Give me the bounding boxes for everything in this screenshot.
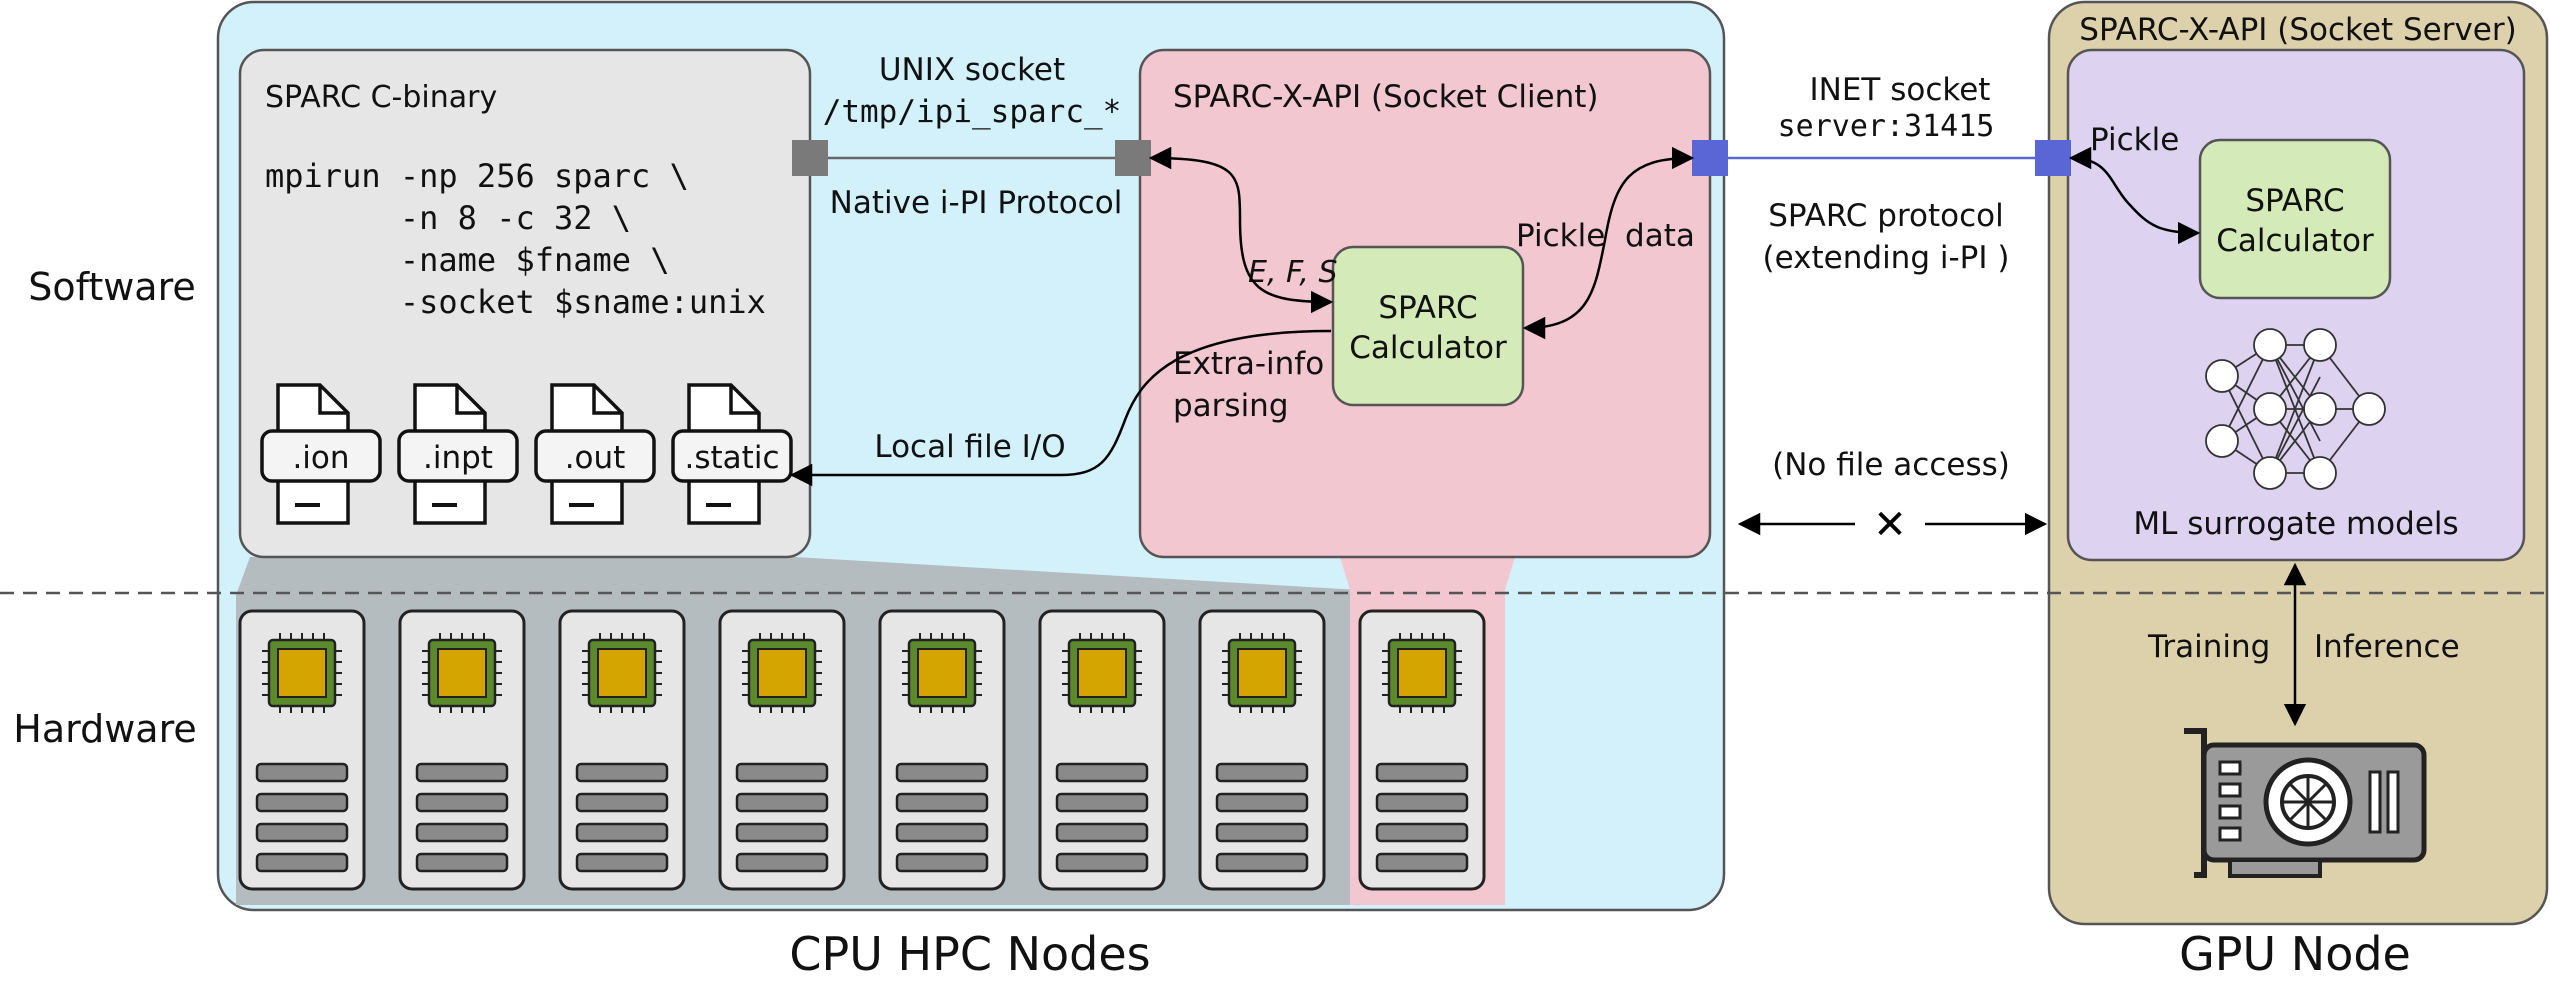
- inet-socket-address: server:31415: [1778, 109, 1995, 144]
- server-pickle-label: Pickle: [2090, 122, 2179, 158]
- file-label-static: .static: [685, 440, 780, 476]
- server-calculator-line1: SPARC: [2245, 183, 2344, 219]
- file-icon-inpt: .inpt: [397, 383, 519, 525]
- cpu-node: [558, 609, 686, 891]
- drive-slot: [1375, 852, 1469, 873]
- inet-socket-label: INET socket: [1810, 72, 1991, 108]
- drive-slot: [575, 822, 669, 843]
- command-line-2: -n 8 -c 32 \: [265, 199, 631, 237]
- socket-client-title: SPARC-X-API (Socket Client): [1173, 79, 1599, 115]
- inet-port-right: [2035, 140, 2071, 176]
- drive-slot: [1055, 822, 1149, 843]
- drive-slot: [895, 792, 989, 813]
- drive-slot: [1375, 762, 1469, 783]
- drive-slot: [255, 762, 349, 783]
- drive-slot: [735, 822, 829, 843]
- cpu-node: [718, 609, 846, 891]
- gpu-panel-title: GPU Node: [2179, 927, 2411, 981]
- file-icon-static: .static: [671, 383, 793, 525]
- drive-slot: [255, 852, 349, 873]
- drive-slot: [415, 792, 509, 813]
- drive-slot: [575, 792, 669, 813]
- drive-slot: [895, 822, 989, 843]
- drive-slot: [735, 762, 829, 783]
- cpu-node: [1358, 609, 1486, 891]
- command-line-1: mpirun -np 256 sparc \: [265, 157, 689, 195]
- native-ipi-label: Native i-PI Protocol: [830, 185, 1123, 221]
- drive-slot: [415, 762, 509, 783]
- client-calculator-box: [1331, 245, 1525, 407]
- sparc-protocol-line2: (extending i-PI ): [1763, 240, 2010, 276]
- file-icon-out: .out: [534, 383, 656, 525]
- sparc-binary-title: SPARC C-binary: [265, 80, 497, 115]
- drive-slot: [575, 762, 669, 783]
- arrow-inet-to-server-calculator: [2068, 146, 2201, 245]
- cpu-node: [1038, 609, 1166, 891]
- software-row-label: Software: [28, 265, 196, 309]
- drive-slot: [1055, 792, 1149, 813]
- cross-icon: ✕: [1873, 502, 1907, 548]
- drive-slot: [255, 822, 349, 843]
- drive-slot: [1375, 792, 1469, 813]
- command-line-3: -name $fname \: [265, 241, 670, 279]
- file-label-out: .out: [565, 440, 626, 476]
- extra-info-label-line1: Extra-info: [1173, 346, 1324, 382]
- client-calculator-line2: Calculator: [1349, 330, 1507, 366]
- drive-slot: [1215, 792, 1309, 813]
- unix-port-right: [1115, 140, 1151, 176]
- file-label-ion: .ion: [292, 440, 349, 476]
- local-file-io-label: Local file I/O: [874, 429, 1065, 465]
- client-calculator-line1: SPARC: [1378, 290, 1477, 326]
- drive-slot: [415, 822, 509, 843]
- drive-slot: [1215, 852, 1309, 873]
- arrow-local-file-io: [789, 329, 1332, 487]
- gpu-card-icon: [2184, 728, 2427, 878]
- cpu-node: [238, 609, 366, 891]
- unix-port-left: [792, 140, 828, 176]
- no-file-access-label: (No file access): [1772, 447, 2010, 483]
- unix-socket-label: UNIX socket: [879, 52, 1065, 88]
- ml-surrogate-label: ML surrogate models: [2133, 506, 2458, 542]
- drive-slot: [895, 852, 989, 873]
- inet-port-left: [1692, 140, 1728, 176]
- file-label-inpt: .inpt: [423, 440, 493, 476]
- server-calculator-box: [2198, 138, 2392, 300]
- drive-slot: [1375, 822, 1469, 843]
- arrow-unix-to-calculator: [1148, 146, 1334, 314]
- drive-slot: [1215, 762, 1309, 783]
- sparc-protocol-line1: SPARC protocol: [1768, 198, 2004, 234]
- drive-slot: [895, 762, 989, 783]
- extra-info-label-line2: parsing: [1173, 388, 1289, 424]
- hardware-row-label: Hardware: [13, 707, 196, 751]
- cpu-node: [398, 609, 526, 891]
- drive-slot: [735, 792, 829, 813]
- efs-label: E, F, S: [1248, 255, 1338, 290]
- drive-slot: [575, 852, 669, 873]
- drive-slot: [1055, 852, 1149, 873]
- training-label: Training: [2147, 629, 2270, 665]
- unix-socket-path: /tmp/ipi_sparc_*: [823, 94, 1122, 130]
- server-calculator-line2: Calculator: [2216, 223, 2374, 259]
- cpu-node: [878, 609, 1006, 891]
- neural-network-icon: [2205, 328, 2386, 490]
- drive-slot: [1215, 822, 1309, 843]
- sparc-binary-box: [238, 48, 812, 559]
- cpu-node-rack: [238, 609, 1486, 891]
- arrow-calculator-to-inet: [1522, 146, 1695, 340]
- socket-server-title: SPARC-X-API (Socket Server): [2079, 12, 2516, 48]
- file-icon-ion: .ion: [260, 383, 382, 525]
- drive-slot: [1055, 762, 1149, 783]
- cpu-node: [1198, 609, 1326, 891]
- inference-label: Inference: [2314, 629, 2460, 665]
- drive-slot: [415, 852, 509, 873]
- cpu-panel-title: CPU HPC Nodes: [789, 927, 1150, 981]
- drive-slot: [255, 792, 349, 813]
- drive-slot: [735, 852, 829, 873]
- command-line-4: -socket $sname:unix: [265, 283, 766, 321]
